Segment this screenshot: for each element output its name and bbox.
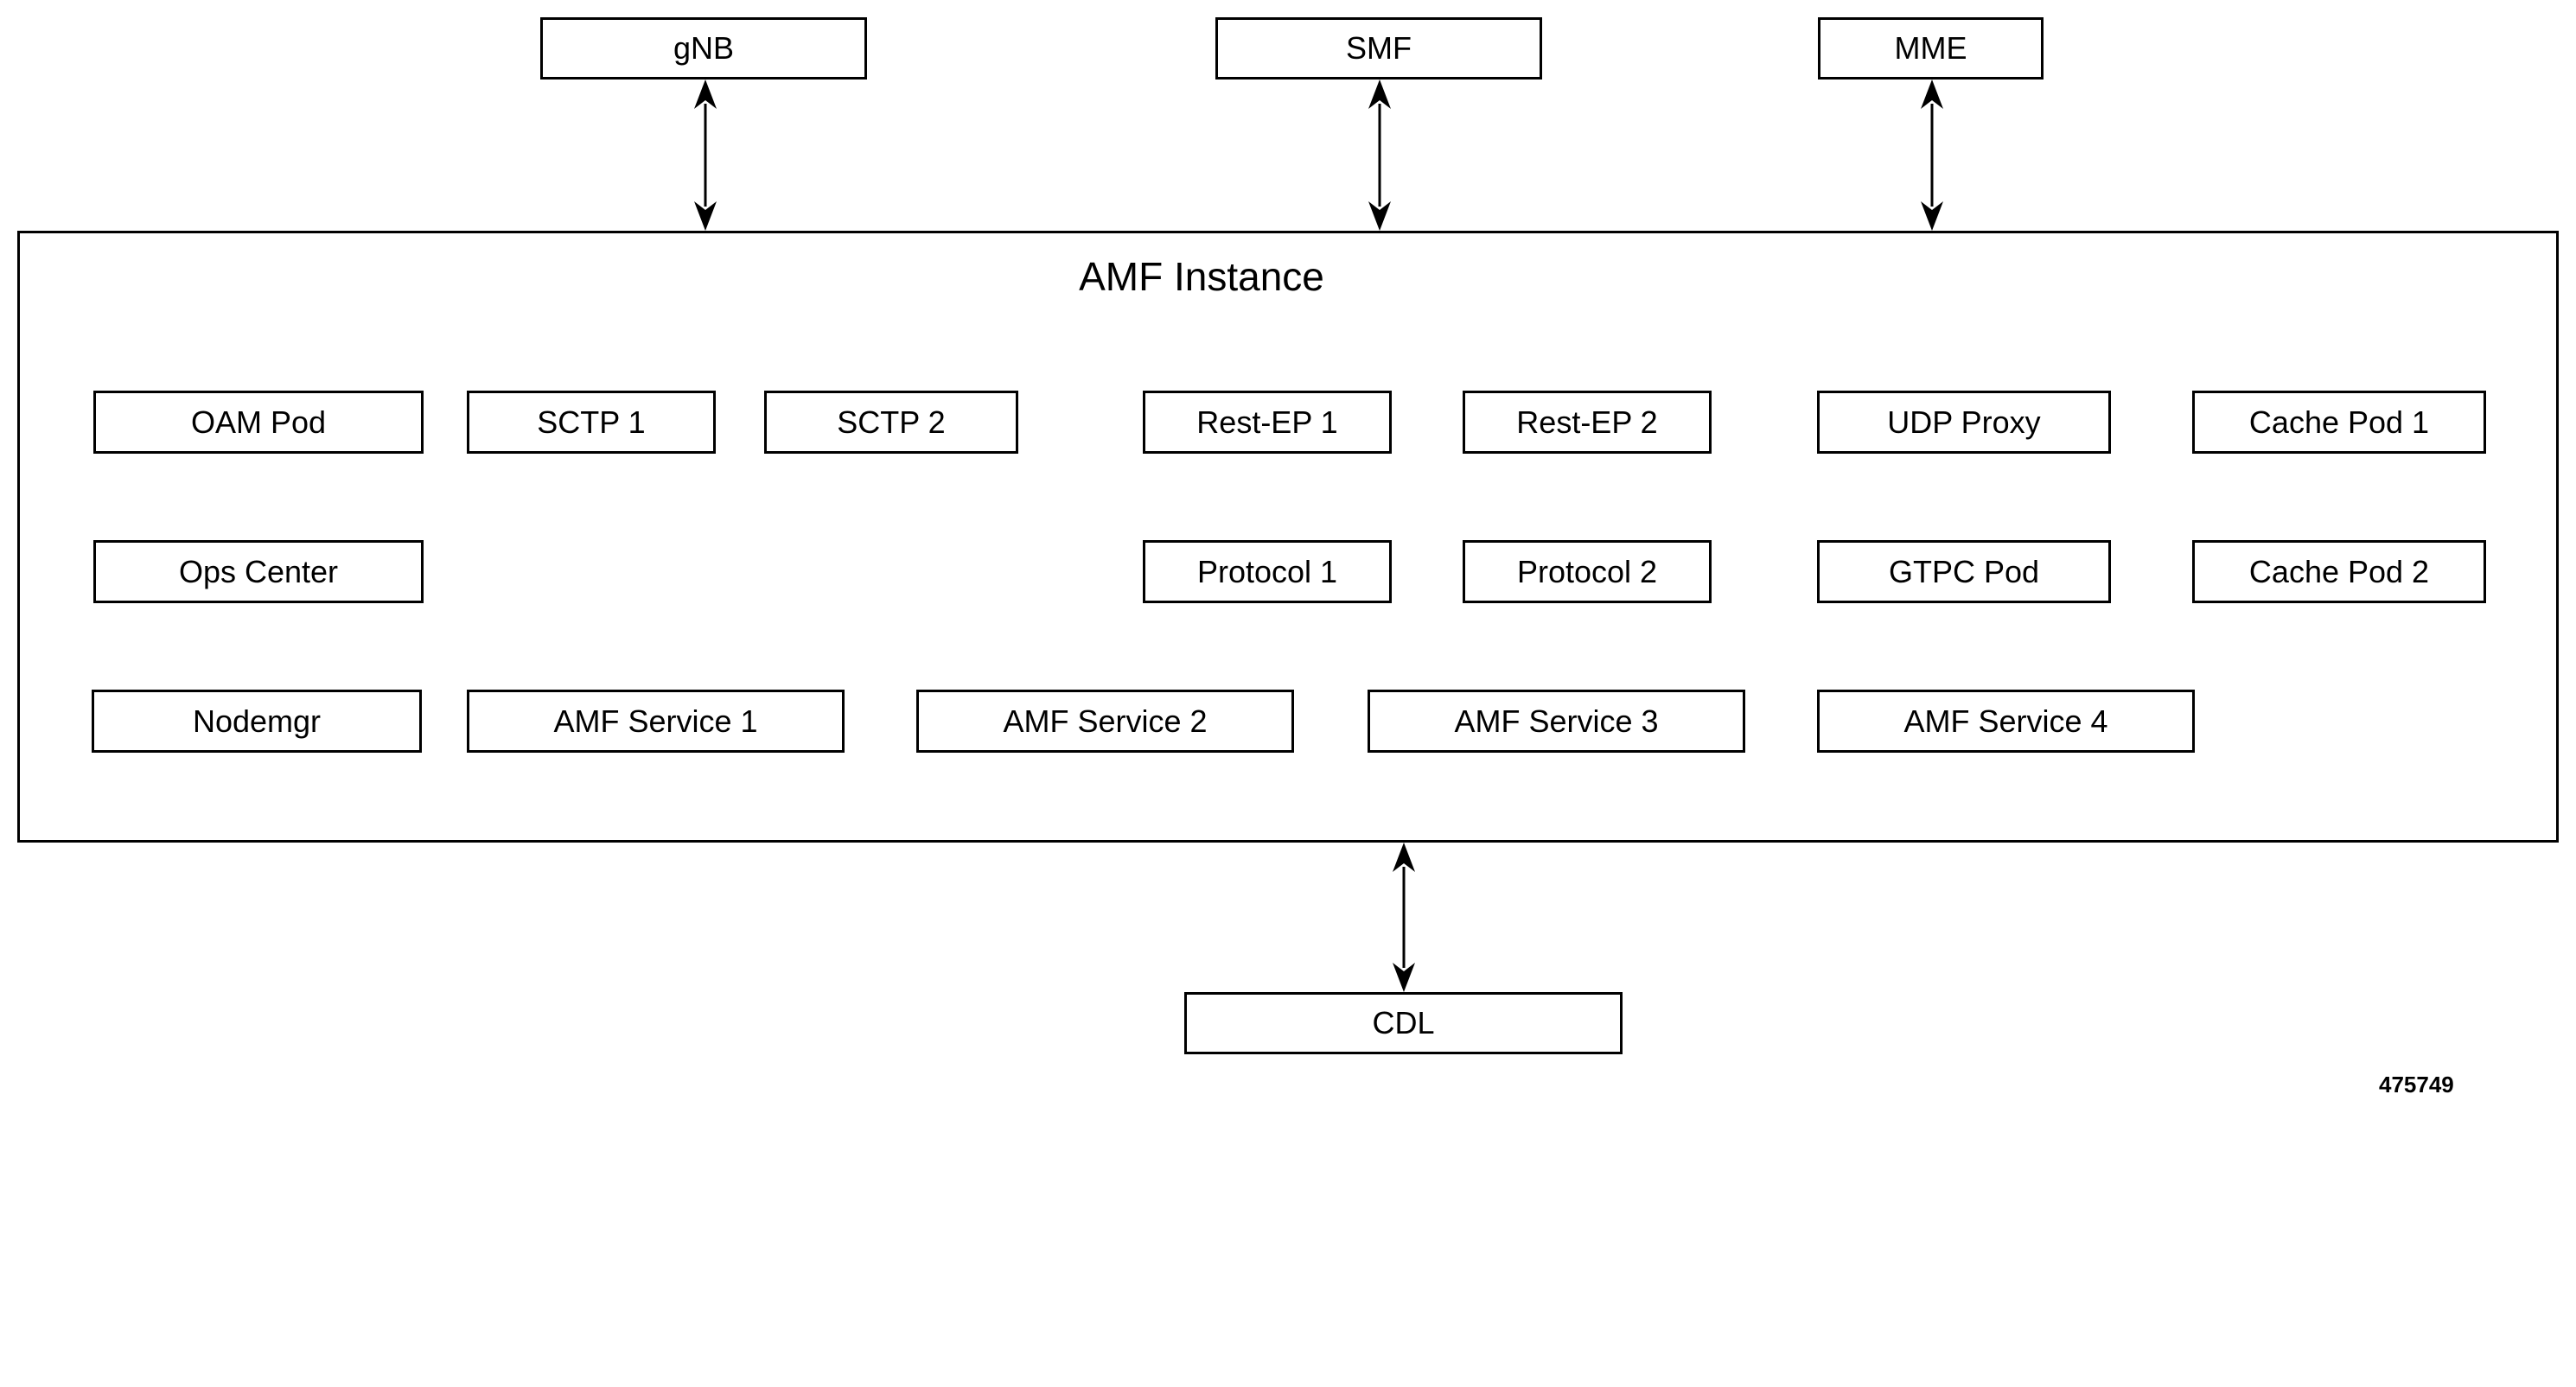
- pod-protocol-1[interactable]: Protocol 1: [1143, 540, 1392, 603]
- pod-amf-service-3[interactable]: AMF Service 3: [1368, 690, 1745, 753]
- pod-sctp-2[interactable]: SCTP 2: [764, 391, 1018, 454]
- pod-cache-pod-2[interactable]: Cache Pod 2: [2192, 540, 2486, 603]
- pod-protocol-2[interactable]: Protocol 2: [1463, 540, 1712, 603]
- external-node-smf[interactable]: SMF: [1215, 17, 1542, 80]
- amf-instance-title: AMF Instance: [1079, 254, 1324, 299]
- pod-amf-service-4-label: AMF Service 4: [1903, 703, 2108, 739]
- pod-cache-pod-1[interactable]: Cache Pod 1: [2192, 391, 2486, 454]
- external-node-gnb[interactable]: gNB: [540, 17, 867, 80]
- pod-amf-service-2[interactable]: AMF Service 2: [916, 690, 1294, 753]
- connector-smf-to-amf-arrow: [1355, 80, 1405, 231]
- pod-udp-proxy[interactable]: UDP Proxy: [1817, 391, 2111, 454]
- bottom-node-cdl[interactable]: CDL: [1184, 992, 1623, 1054]
- figure-reference-id: 475749: [2379, 1072, 2454, 1098]
- pod-cache-pod-1-label: Cache Pod 1: [2248, 404, 2430, 440]
- pod-gtpc-pod[interactable]: GTPC Pod: [1817, 540, 2111, 603]
- external-node-smf-label: SMF: [1346, 30, 1412, 67]
- pod-gtpc-pod-label: GTPC Pod: [1888, 553, 2040, 589]
- pod-amf-service-1-label: AMF Service 1: [553, 703, 758, 739]
- pod-rest-ep-1-label: Rest-EP 1: [1196, 404, 1338, 440]
- pod-nodemgr[interactable]: Nodemgr: [92, 690, 422, 753]
- connector-amf-to-cdl-arrow: [1379, 843, 1429, 992]
- bottom-node-cdl-label: CDL: [1372, 1005, 1435, 1041]
- pod-protocol-2-label: Protocol 2: [1516, 553, 1658, 589]
- pod-rest-ep-1[interactable]: Rest-EP 1: [1143, 391, 1392, 454]
- pod-amf-service-1[interactable]: AMF Service 1: [467, 690, 845, 753]
- pod-udp-proxy-label: UDP Proxy: [1887, 404, 2041, 440]
- pod-oam-pod-label: OAM Pod: [190, 404, 327, 440]
- pod-cache-pod-2-label: Cache Pod 2: [2248, 553, 2430, 589]
- pod-amf-service-3-label: AMF Service 3: [1454, 703, 1659, 739]
- pod-sctp-1-label: SCTP 1: [537, 404, 646, 440]
- pod-amf-service-2-label: AMF Service 2: [1003, 703, 1208, 739]
- pod-amf-service-4[interactable]: AMF Service 4: [1817, 690, 2195, 753]
- pod-rest-ep-2[interactable]: Rest-EP 2: [1463, 391, 1712, 454]
- external-node-mme[interactable]: MME: [1818, 17, 2044, 80]
- connector-mme-to-amf-arrow: [1907, 80, 1957, 231]
- pod-sctp-1[interactable]: SCTP 1: [467, 391, 716, 454]
- external-node-gnb-label: gNB: [673, 30, 735, 67]
- external-node-mme-label: MME: [1894, 30, 1967, 67]
- pod-protocol-1-label: Protocol 1: [1196, 553, 1338, 589]
- pod-ops-center-label: Ops Center: [178, 553, 339, 589]
- pod-ops-center[interactable]: Ops Center: [93, 540, 424, 603]
- pod-oam-pod[interactable]: OAM Pod: [93, 391, 424, 454]
- pod-nodemgr-label: Nodemgr: [192, 703, 322, 739]
- pod-sctp-2-label: SCTP 2: [837, 404, 946, 440]
- pod-rest-ep-2-label: Rest-EP 2: [1516, 404, 1658, 440]
- connector-gnb-to-amf-arrow: [680, 80, 730, 231]
